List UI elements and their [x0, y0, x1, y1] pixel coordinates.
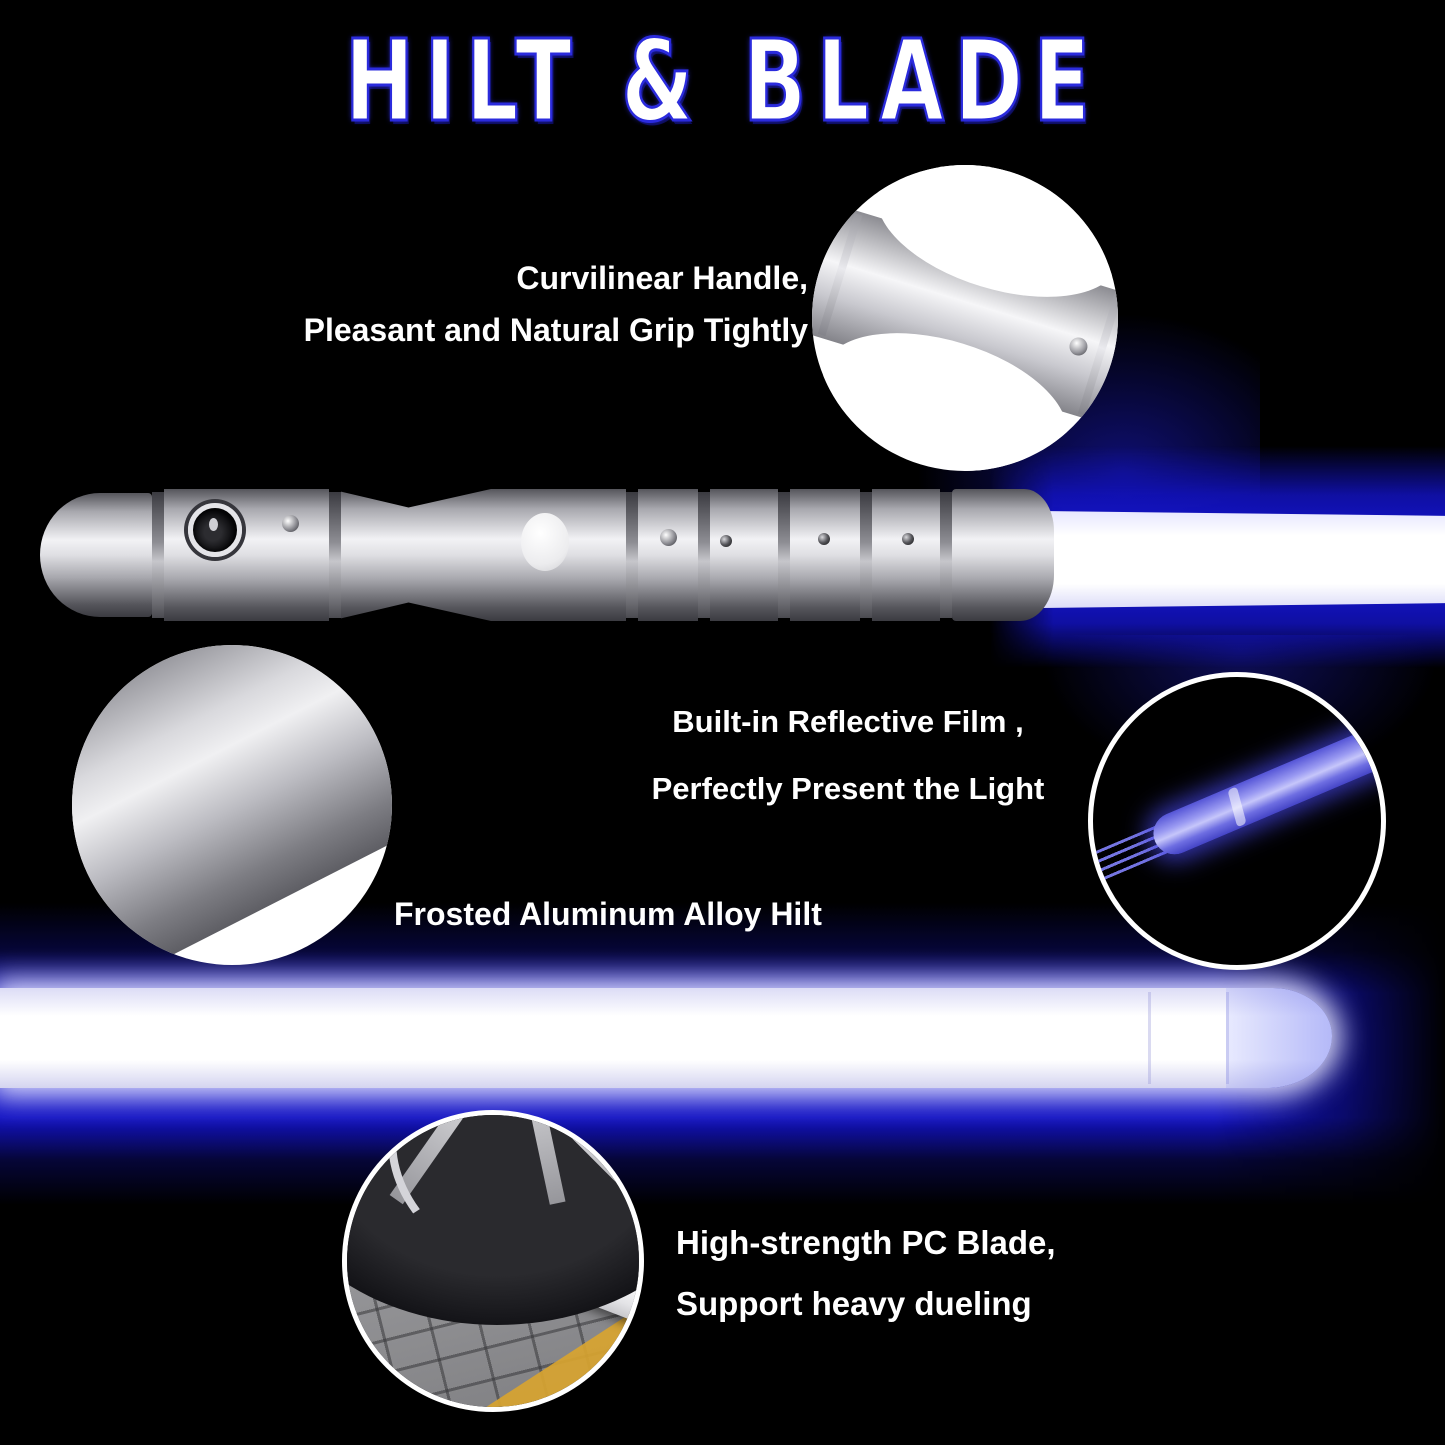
- frosted-aluminum-photo: [72, 645, 392, 965]
- hilt-ring: [778, 492, 790, 618]
- annotation-film-line1: Built-in Reflective Film ,: [672, 704, 1024, 739]
- hilt-ring: [860, 492, 872, 618]
- hilt-ring: [940, 492, 952, 618]
- hilt-screw: [660, 529, 677, 546]
- annotation-handle-line2: Pleasant and Natural Grip Tightly: [303, 312, 808, 348]
- hilt-pommel: [40, 493, 152, 617]
- glowing-blade-tube: [1146, 723, 1381, 861]
- saber-hilt: [40, 489, 1054, 621]
- hilt-port-section: [164, 489, 329, 621]
- charging-port: [188, 503, 242, 557]
- pc-blade-durability-photo: [342, 1110, 644, 1412]
- power-button: [521, 513, 569, 571]
- blade-tip: [1226, 988, 1332, 1088]
- lower-blade-core: [0, 988, 1332, 1088]
- title-row: HILT & BLADE: [0, 17, 1445, 147]
- hilt-screw: [818, 533, 830, 545]
- hilt-ring: [626, 492, 638, 618]
- blade-seam: [1148, 992, 1151, 1084]
- upper-blade-core: [1042, 511, 1445, 608]
- page-title: HILT & BLADE: [344, 17, 1101, 147]
- car-tire: [347, 1115, 639, 1325]
- annotation-frost: Frosted Aluminum Alloy Hilt: [394, 894, 822, 934]
- annotation-duel-line1: High-strength PC Blade,: [676, 1224, 1056, 1261]
- blade-seam: [1226, 992, 1229, 1084]
- reflective-film-photo: [1088, 672, 1386, 970]
- hilt-rib: [710, 489, 778, 621]
- frosted-surface: [72, 645, 392, 965]
- hilt-screw: [720, 535, 732, 547]
- curvilinear-handle-photo: [812, 165, 1118, 471]
- hilt-screw: [282, 515, 299, 532]
- annotation-handle: Curvilinear Handle, Pleasant and Natural…: [304, 252, 808, 356]
- annotation-film-line2: Perfectly Present the Light: [651, 771, 1045, 806]
- annotation-frost-line1: Frosted Aluminum Alloy Hilt: [394, 896, 822, 932]
- annotation-handle-line1: Curvilinear Handle,: [516, 260, 808, 296]
- wheel-rim: [363, 1115, 639, 1312]
- hilt-ring: [698, 492, 710, 618]
- hilt-ring: [152, 492, 164, 618]
- hilt-button-collar: [491, 489, 626, 621]
- hilt-rib: [872, 489, 940, 621]
- annotation-duel: High-strength PC Blade, Support heavy du…: [676, 1212, 1056, 1334]
- hilt-rib: [790, 489, 860, 621]
- hilt-ring: [329, 492, 341, 618]
- hilt-screw: [902, 533, 914, 545]
- handle-closeup: [812, 165, 1118, 471]
- hilt-emitter: [952, 489, 1054, 621]
- annotation-duel-line2: Support heavy dueling: [676, 1285, 1032, 1322]
- hilt-rib: [638, 489, 698, 621]
- annotation-film: Built-in Reflective Film , Perfectly Pre…: [628, 688, 1068, 822]
- hilt-neck: [341, 489, 491, 621]
- tube-edge-highlight: [1227, 786, 1247, 828]
